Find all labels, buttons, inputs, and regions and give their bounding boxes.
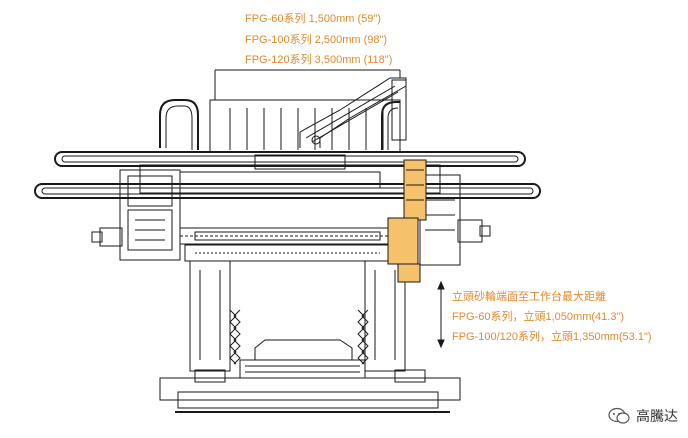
vertical-dimension-arrow [437, 280, 445, 349]
top-dimension-bracket [214, 69, 401, 100]
vertical-head-highlight [387, 159, 427, 283]
top-label-fpg120: FPG-120系列 3,500mm (118") [245, 54, 393, 66]
side-label-heading: 立頭砂輪端面至工作台最大距離 [452, 291, 606, 303]
hoist-arm [299, 77, 407, 148]
right-post [364, 260, 406, 372]
left-column [91, 169, 181, 261]
top-rail-upper [54, 151, 526, 167]
crossbeam [139, 164, 441, 194]
watermark: 高騰达 [608, 406, 678, 426]
left-post [189, 260, 231, 372]
left-guard-rail [159, 99, 199, 150]
worktable [239, 339, 366, 379]
bellows-left [229, 309, 241, 365]
side-label-fpg60: FPG-60系列，立頭1,050mm(41.3") [452, 311, 625, 323]
machine-base [159, 369, 461, 413]
ballscrew [179, 227, 391, 245]
top-label-fpg100: FPG-100系列 2,500mm (98") [245, 34, 388, 46]
watermark-text: 高騰达 [636, 409, 678, 425]
top-label-fpg60: FPG-60系列 1,500mm (59") [245, 13, 381, 25]
bellows-right [357, 309, 369, 365]
side-label-fpg100-120: FPG-100/120系列，立頭1,350mm(53.1") [452, 331, 652, 343]
wechat-icon [608, 407, 630, 424]
top-rail-lower [34, 183, 541, 199]
right-guard-rail [381, 101, 400, 150]
